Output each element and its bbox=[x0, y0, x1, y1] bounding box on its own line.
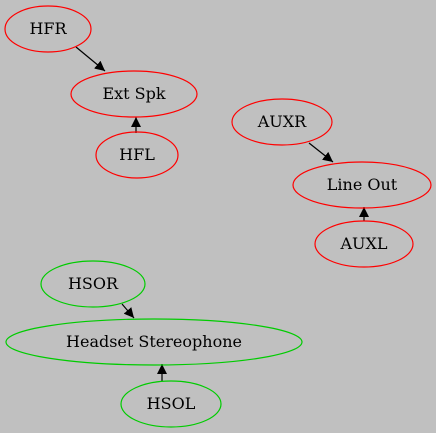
edges bbox=[75, 46, 369, 381]
node-auxr-label: AUXR bbox=[257, 112, 307, 131]
node-hfl-shape bbox=[95, 131, 179, 179]
edge-auxr-to-line-out bbox=[308, 142, 334, 163]
node-ext-spk[interactable]: Ext Spk bbox=[70, 70, 198, 118]
edge-hsor-to-headset-stereophone bbox=[121, 303, 135, 319]
node-ext-spk-shape bbox=[70, 70, 198, 118]
node-hfr-shape bbox=[4, 5, 92, 53]
node-auxl[interactable]: AUXL bbox=[314, 220, 414, 268]
node-headset-stereophone-label: Headset Stereophone bbox=[66, 332, 242, 351]
node-auxl-label: AUXL bbox=[339, 234, 387, 253]
node-auxl-shape bbox=[314, 220, 414, 268]
node-hfl-label: HFL bbox=[119, 145, 155, 164]
node-hsol[interactable]: HSOL bbox=[120, 380, 222, 428]
node-hfr[interactable]: HFR bbox=[4, 5, 92, 53]
edge-hfr-to-ext-spk bbox=[75, 46, 106, 72]
node-ext-spk-label: Ext Spk bbox=[102, 84, 165, 103]
node-hsol-label: HSOL bbox=[147, 394, 196, 413]
node-line-out-label: Line Out bbox=[327, 175, 398, 194]
node-hsor[interactable]: HSOR bbox=[40, 260, 146, 308]
node-line-out-shape bbox=[292, 161, 432, 209]
node-hfr-label: HFR bbox=[29, 19, 67, 38]
node-line-out[interactable]: Line Out bbox=[292, 161, 432, 209]
node-hsol-shape bbox=[120, 380, 222, 428]
node-headset-stereophone[interactable]: Headset Stereophone bbox=[5, 318, 303, 366]
node-auxr-shape bbox=[231, 98, 333, 146]
node-auxr[interactable]: AUXR bbox=[231, 98, 333, 146]
node-hfl[interactable]: HFL bbox=[95, 131, 179, 179]
node-hsor-shape bbox=[40, 260, 146, 308]
node-hsor-label: HSOR bbox=[68, 274, 119, 293]
node-headset-stereophone-shape bbox=[5, 318, 303, 366]
